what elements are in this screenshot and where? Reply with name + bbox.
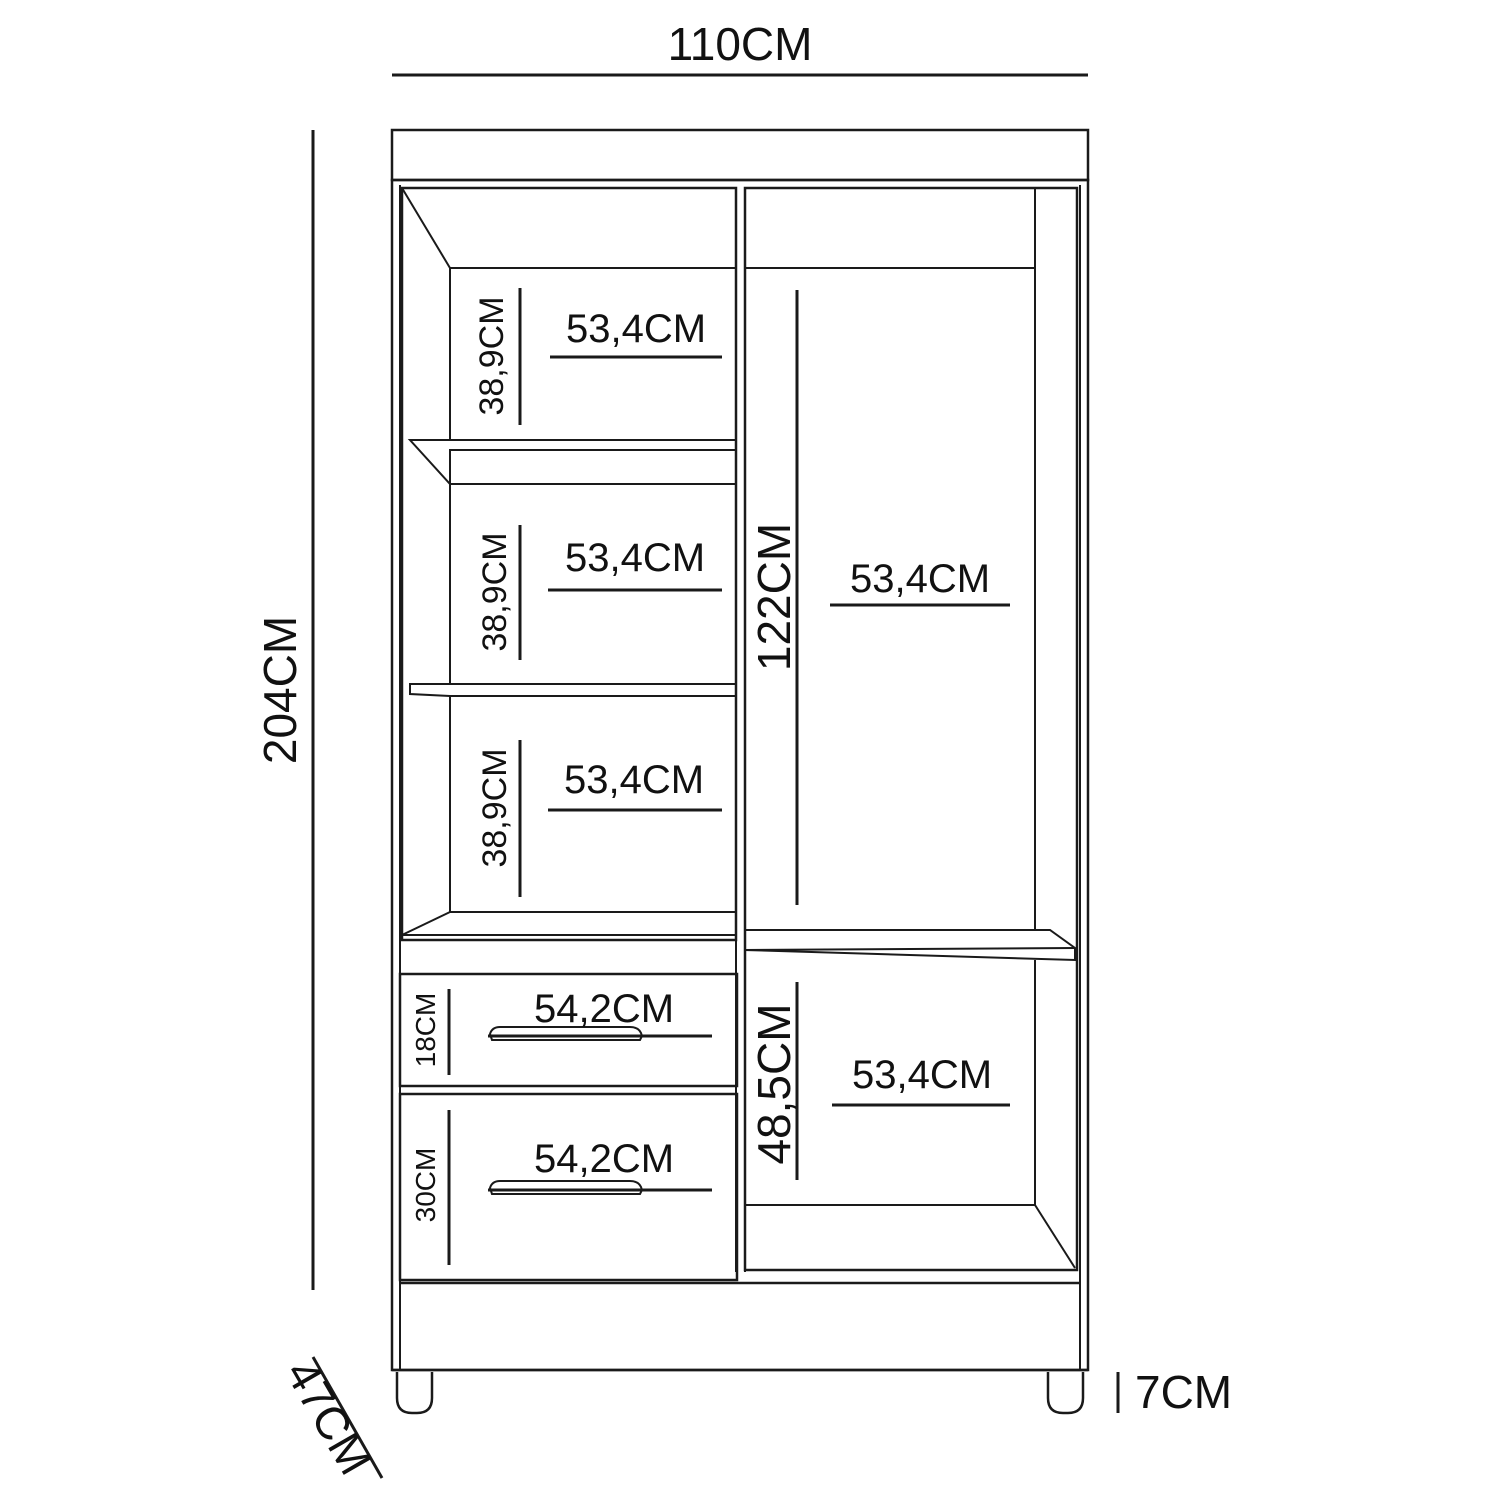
drawer2-height-label: 30CM (410, 1148, 441, 1223)
width-dimension: 110CM (392, 18, 1088, 77)
drawer-1-annotations: 18CM 54,2CM (410, 987, 712, 1075)
shelf-board-1 (407, 439, 737, 487)
height-dimension: 204CM (254, 130, 315, 1290)
hanging-width-label: 53,4CM (850, 557, 990, 601)
lower-right-perspective (1034, 1204, 1076, 1269)
hanging-height-label: 122CM (748, 523, 800, 671)
drawer-1 (398, 972, 739, 1088)
lower-right-annotations: 48,5CM 53,4CM (748, 982, 1010, 1180)
depth-label: 47CM (276, 1351, 382, 1483)
right-leg (1046, 1372, 1085, 1415)
height-label: 204CM (254, 616, 306, 764)
drawer2-handle-icon (488, 1180, 644, 1195)
shelf3-width-label: 53,4CM (564, 758, 704, 802)
shelf-2-annotations: 38,9CM 53,4CM (476, 525, 722, 660)
shelf-3-annotations: 38,9CM 53,4CM (476, 740, 722, 897)
drawer2-width-label: 54,2CM (534, 1137, 674, 1181)
hanging-annotations: 122CM 53,4CM (748, 290, 1010, 905)
leg-height-dimension: 7CM (1116, 1366, 1232, 1418)
shelf-1-annotations: 38,9CM 53,4CM (473, 288, 722, 425)
shelf1-height-label: 38,9CM (473, 296, 511, 415)
depth-dimension-line (311, 1356, 384, 1479)
left-leg (395, 1372, 434, 1415)
shelf2-width-label: 53,4CM (565, 536, 705, 580)
lower-right-width-label: 53,4CM (852, 1053, 992, 1097)
shelf1-width-label: 53,4CM (566, 307, 706, 351)
right-middle-shelf (744, 929, 1076, 962)
bottom-shelf-perspective (401, 911, 451, 936)
right-column (743, 186, 1079, 1272)
shelf2-height-label: 38,9CM (476, 532, 514, 651)
width-label: 110CM (668, 18, 813, 70)
top-perspective-line (401, 187, 451, 269)
wardrobe-body (390, 128, 1090, 1415)
top-crown (390, 128, 1090, 182)
right-middle-shelf-edge (744, 947, 1076, 951)
depth-dimension: 47CM (276, 1351, 384, 1483)
drawer-2 (398, 1092, 739, 1282)
leg-height-label: 7CM (1135, 1366, 1232, 1418)
shelf-board-2 (409, 683, 737, 697)
drawer1-width-label: 54,2CM (534, 987, 674, 1031)
lower-right-height-label: 48,5CM (748, 1003, 800, 1164)
shelf3-height-label: 38,9CM (476, 748, 514, 867)
drawer1-height-label: 18CM (410, 993, 441, 1068)
drawer-2-annotations: 30CM 54,2CM (410, 1110, 712, 1265)
